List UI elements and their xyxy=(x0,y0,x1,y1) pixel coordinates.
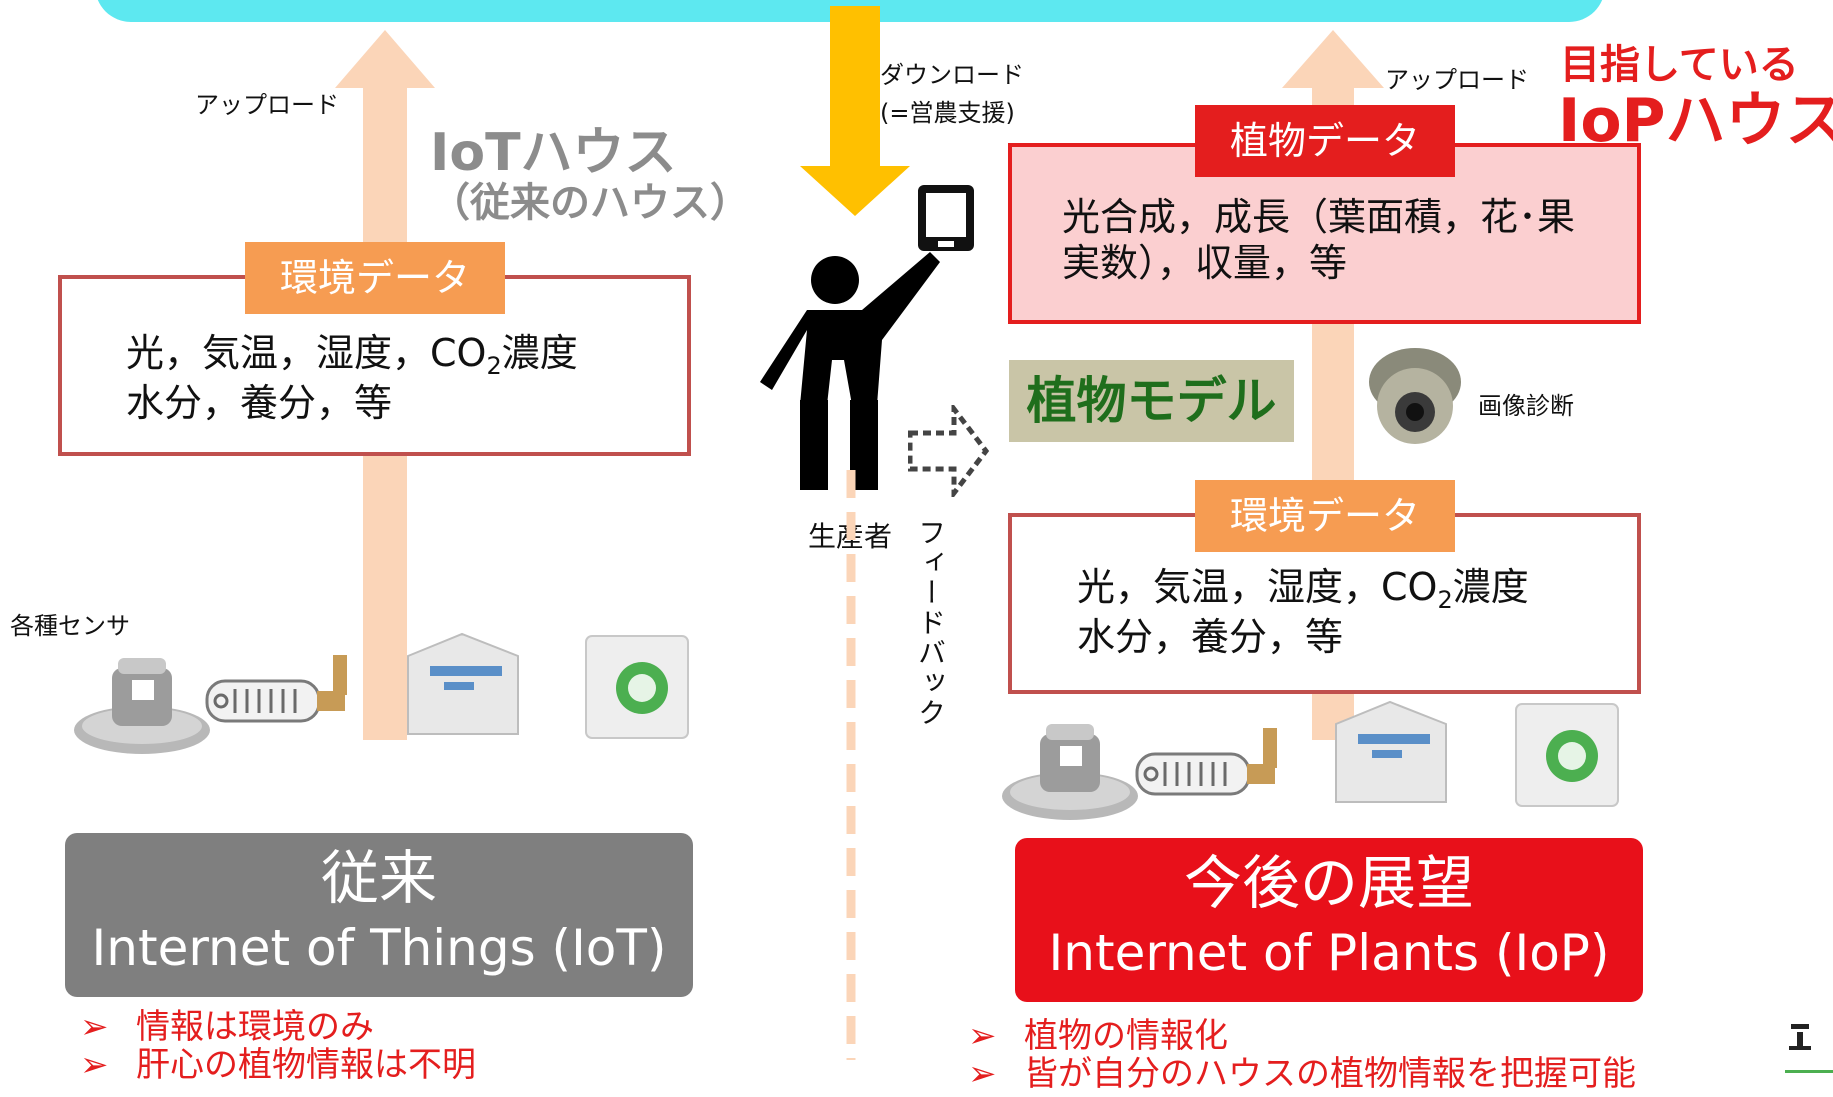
download-arrow xyxy=(800,6,910,216)
bullet-item: ➢情報は環境のみ xyxy=(80,1007,374,1047)
tablet-icon xyxy=(918,185,974,251)
upload-arrow-right xyxy=(1282,30,1384,740)
iot-house-title: IoTハウス xyxy=(430,123,677,183)
feedback-dashed-arrow xyxy=(908,405,990,497)
logo-fragment-icon xyxy=(1785,1024,1833,1073)
upload-label-left: アップロード xyxy=(195,91,339,119)
controller-box-icon xyxy=(1515,703,1619,807)
download-sublabel: (=営農支援) xyxy=(880,99,1015,127)
bullet-item: ➢皆が自分のハウスの植物情報を把握可能 xyxy=(968,1054,1636,1094)
env-data-line2-left: 水分，養分，等 xyxy=(126,381,393,425)
pyranometer-sensor-icon xyxy=(74,658,210,754)
env-data-tag-right: 環境データ xyxy=(1195,480,1455,552)
bullet-item: ➢植物の情報化 xyxy=(968,1016,1228,1056)
conventional-banner: 従来 Internet of Things (IoT) xyxy=(65,833,693,997)
controller-box-icon xyxy=(585,635,689,739)
plant-model-box: 植物モデル xyxy=(1009,360,1294,442)
upload-label-right: アップロード xyxy=(1385,66,1529,94)
data-logger-box-icon xyxy=(1335,700,1447,803)
future-title: 今後の展望 xyxy=(1183,849,1474,917)
env-data-line2-right: 水分，養分，等 xyxy=(1077,615,1344,659)
feedback-label: フィードバック xyxy=(914,518,947,728)
env-data-line1-right: 光，気温，湿度，CO2濃度 xyxy=(1077,565,1529,614)
camera-label: 画像診断 xyxy=(1478,392,1574,420)
camera-icon xyxy=(1369,348,1461,444)
env-data-tag-left: 環境データ xyxy=(245,242,505,314)
conventional-title: 従来 xyxy=(320,844,437,912)
feedback-dashed-line xyxy=(846,470,856,1060)
temperature-humidity-sensor-icon xyxy=(1135,728,1277,796)
temperature-humidity-sensor-icon xyxy=(205,655,347,723)
plant-data-line2: 実数），収量，等 xyxy=(1062,241,1348,285)
env-data-line1-left: 光，気温，湿度，CO2濃度 xyxy=(126,331,578,380)
download-label: ダウンロード xyxy=(880,61,1024,89)
plant-data-line1: 光合成，成長（葉面積，花･果 xyxy=(1062,195,1576,239)
plant-data-tag: 植物データ xyxy=(1195,105,1455,177)
iop-goal-line1: 目指している xyxy=(1560,42,1799,88)
future-bullets: ➢植物の情報化 ➢皆が自分のハウスの植物情報を把握可能 xyxy=(968,1017,1636,1093)
sensors-label: 各種センサ xyxy=(10,612,130,640)
future-banner: 今後の展望 Internet of Plants (IoP) xyxy=(1015,838,1643,1002)
conventional-bullets: ➢情報は環境のみ ➢肝心の植物情報は不明 xyxy=(80,1008,476,1084)
bullet-item: ➢肝心の植物情報は不明 xyxy=(80,1045,476,1085)
data-logger-box-icon xyxy=(407,632,519,735)
future-subtitle: Internet of Plants (IoP) xyxy=(1048,924,1610,982)
pyranometer-sensor-icon xyxy=(1002,724,1138,820)
iot-house-subtitle: （従来のハウス） xyxy=(430,180,750,226)
conventional-subtitle: Internet of Things (IoT) xyxy=(91,919,667,977)
